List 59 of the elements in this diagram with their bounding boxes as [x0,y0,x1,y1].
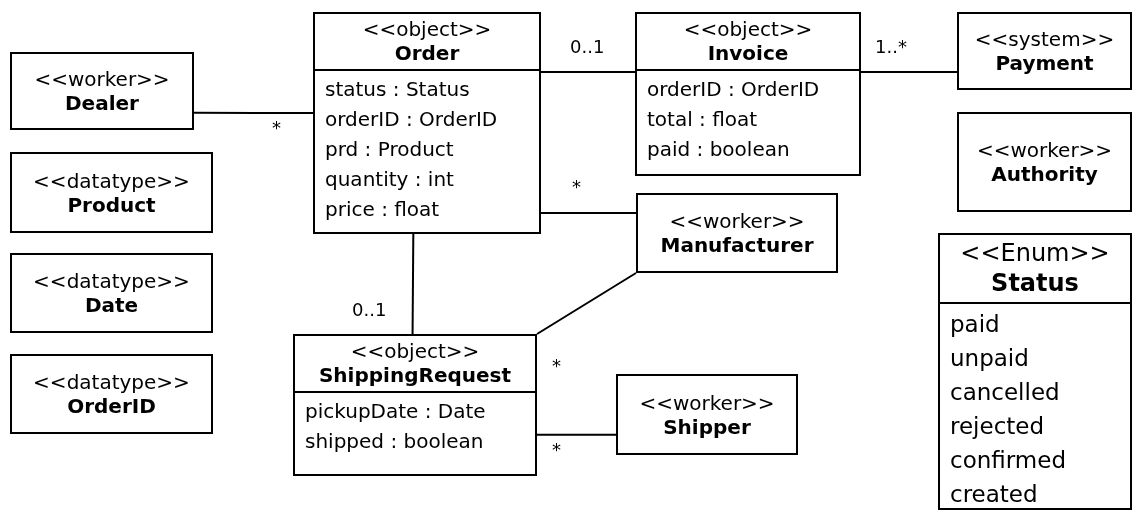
class-name: Dealer [64,91,140,115]
stereotype-label: <<Enum>> [959,238,1111,268]
class-name: Date [83,293,140,317]
attribute-text: status : Status [325,76,471,103]
class-name: ShippingRequest [317,363,513,387]
class-name: Manufacturer [659,233,815,257]
attribute-text: unpaid [950,344,1030,373]
attribute-text: total : float [647,106,759,133]
class-name: Order [393,41,461,65]
association-line [536,433,617,436]
class-name: Shipper [662,414,752,439]
association-line [860,71,958,74]
attribute-text: confirmed [950,446,1067,475]
association-line [540,70,636,73]
attribute-text: prd : Product [325,136,455,163]
stereotype-label: <<worker>> [638,390,776,415]
class-box [636,193,838,273]
stereotype-label: <<system>> [973,27,1116,51]
attribute-text: cancelled [950,378,1061,407]
attribute-text: rejected [950,412,1046,441]
stereotype-label: <<datatype>> [32,269,191,293]
class-box [293,334,537,476]
class-box [10,152,213,233]
stereotype-label: <<worker>> [33,67,171,91]
class-box [616,374,798,455]
association-line [536,272,637,335]
class-name: Payment [994,51,1095,75]
class-box [10,253,213,333]
class-name: OrderID [66,394,157,418]
attribute-text: paid [950,310,1001,339]
association-line [193,111,314,114]
stereotype-label: <<object>> [682,17,814,41]
stereotype-label: <<object>> [349,339,481,363]
stereotype-label: <<datatype>> [32,168,191,193]
class-box [313,12,541,234]
stereotype-label: <<object>> [361,17,493,41]
attribute-text: quantity : int [325,166,455,193]
attribute-text: orderID : OrderID [647,76,821,103]
class-box [957,12,1132,90]
stereotype-label: <<worker>> [975,138,1114,162]
association-line [411,233,415,335]
association-line [540,211,637,214]
attribute-text: price : float [325,196,441,223]
class-box [10,354,213,434]
attribute-text: paid : boolean [647,136,791,163]
attribute-text: pickupDate : Date [305,398,487,425]
class-name: Status [990,268,1080,298]
stereotype-label: <<worker>> [668,209,806,233]
class-name: Authority [990,162,1099,186]
attribute-text: orderID : OrderID [325,106,499,133]
class-box [10,52,194,130]
attribute-text: shipped : boolean [305,428,485,455]
stereotype-label: <<datatype>> [32,370,191,394]
class-box [635,12,861,176]
class-box [938,233,1132,510]
class-name: Product [66,192,157,217]
class-box [957,112,1132,212]
class-name: Invoice [706,41,790,65]
attribute-text: created [950,480,1039,509]
